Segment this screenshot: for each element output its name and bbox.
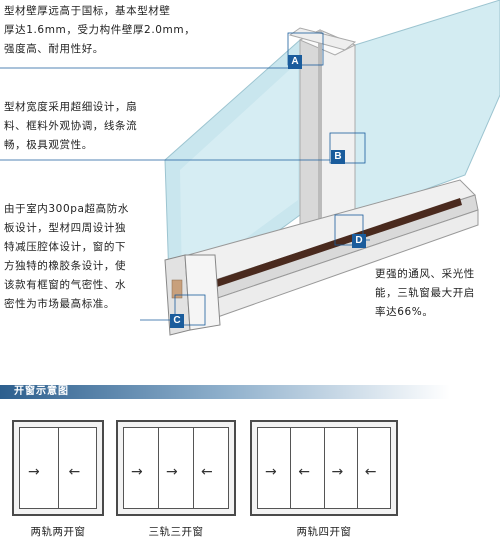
callout-box-d [334, 214, 364, 246]
sash-pane: ← [194, 428, 228, 508]
arrow-right-icon: → [131, 464, 143, 480]
diagram-caption: 三轨三开窗 [148, 526, 204, 538]
sash-pane: ← [59, 428, 97, 508]
center-mullion [299, 29, 321, 251]
callout-c: C [170, 314, 184, 328]
diagram-caption: 两轨四开窗 [296, 526, 352, 538]
callout-a: A [288, 55, 302, 69]
section-header-bar [0, 385, 500, 399]
diagram-three-track-three-sash: → → ← [116, 420, 236, 516]
callout-box-a [287, 32, 324, 66]
arrow-left-icon: ← [201, 464, 213, 480]
arrow-right-icon: → [265, 464, 277, 480]
sash-pane: ← [358, 428, 390, 508]
sash-pane: → [325, 428, 358, 508]
rubber-seal [200, 198, 462, 292]
sash-pane: ← [291, 428, 325, 508]
glass-pane-right [354, 0, 500, 216]
description-c: 由于室内300pa超高防水 板设计，型材四周设计独 特减压腔体设计，窗的下 方独… [4, 203, 129, 310]
callout-d: D [352, 234, 366, 248]
arrow-right-icon: → [331, 464, 344, 480]
window-profile-illustration [0, 0, 500, 336]
diagram-two-track-two-sash: → ← [12, 420, 104, 516]
diagram-two-track-four-sash: → ← → ← [250, 420, 398, 516]
arrow-right-icon: → [28, 464, 40, 480]
description-b: 型材宽度采用超细设计，扇 料、框料外观协调，线条流 畅，极具观赏性。 [4, 101, 138, 151]
arrow-left-icon: ← [68, 464, 81, 480]
arrow-left-icon: ← [364, 464, 377, 480]
callout-box-b [329, 132, 366, 164]
callout-box-c [174, 294, 206, 326]
sash-pane: → [20, 428, 59, 508]
description-a: 型材壁厚远高于国标，基本型材壁 厚达1.6mm，受力构件壁厚2.0mm， 强度高… [4, 5, 196, 55]
arrow-left-icon: ← [298, 464, 310, 480]
arrow-right-icon: → [166, 464, 178, 480]
diagram-caption: 两轨两开窗 [30, 526, 86, 538]
sash-pane: → [124, 428, 159, 508]
sash-pane: → [258, 428, 292, 508]
sash-pane: → [159, 428, 194, 508]
description-d: 更强的通风、采光性 能，三轨窗最大开启 率达66%。 [375, 268, 475, 318]
section-title: 开窗示意图 [14, 386, 69, 397]
callout-b: B [331, 150, 345, 164]
